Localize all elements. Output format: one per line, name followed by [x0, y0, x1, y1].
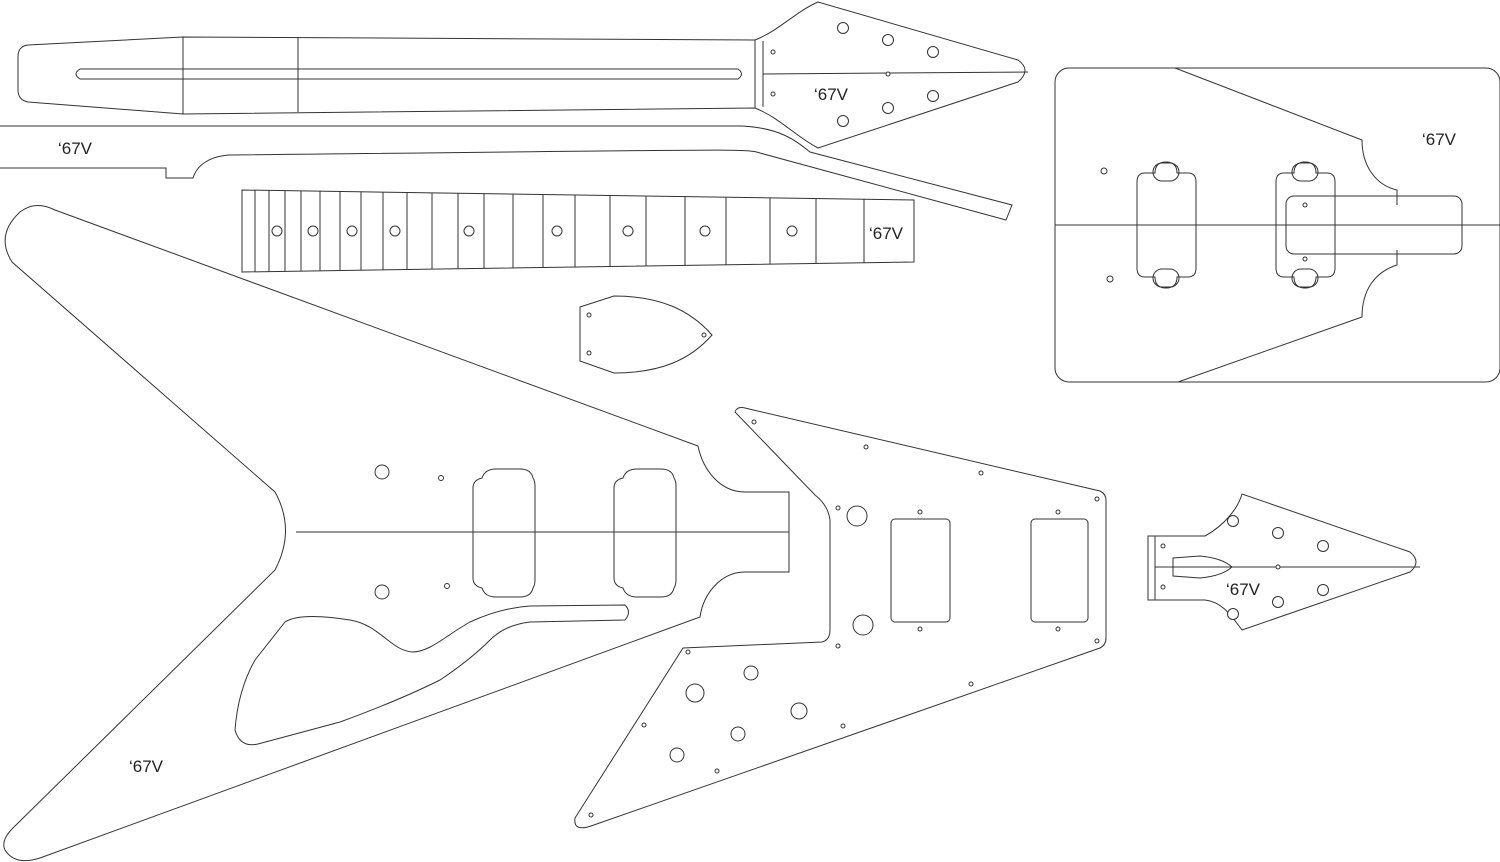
- pickguard-screw-holes: [588, 419, 1100, 818]
- truss-screw-hole: [586, 312, 592, 318]
- pickup-route: [1275, 161, 1336, 289]
- pickup-cavity: [472, 468, 536, 598]
- neck-pocket-route: [1285, 195, 1463, 255]
- fret-marker-hole: [622, 225, 634, 237]
- fret-markers: [271, 225, 798, 237]
- tuner-holes: [770, 22, 939, 127]
- headstock-overlay-label: ‘67V: [1226, 580, 1261, 599]
- fret-marker-hole: [699, 225, 711, 237]
- truss-rod-cover: [579, 295, 713, 374]
- pickup-opening: [1030, 518, 1089, 623]
- route-template: ‘67V: [1054, 67, 1500, 383]
- fret-marker-hole: [786, 225, 798, 237]
- pickup-cavity: [613, 468, 677, 598]
- fret-marker-hole: [389, 225, 401, 237]
- fret-marker-hole: [551, 225, 563, 237]
- fretboard-template: ‘67V: [241, 189, 915, 273]
- fret-marker-hole: [307, 225, 319, 237]
- fret-lines: [254, 190, 865, 272]
- pickguard-template: [574, 407, 1107, 829]
- fretboard-label: ‘67V: [869, 224, 904, 243]
- truss-screw-hole: [701, 332, 707, 338]
- fret-marker-hole: [463, 225, 475, 237]
- fret-marker-hole: [271, 225, 283, 237]
- neck-side-label: ‘67V: [58, 139, 93, 158]
- body-template: ‘67V: [3, 205, 790, 862]
- neck-top-template: ‘67V: [17, 1, 1029, 149]
- neck-side-template: ‘67V: [0, 125, 1013, 221]
- fret-marker-hole: [346, 225, 358, 237]
- truss-screw-hole: [586, 350, 592, 356]
- neck-top-label: ‘67V: [814, 85, 849, 104]
- pickup-route: [1136, 161, 1197, 289]
- pickup-opening: [890, 518, 951, 623]
- route-template-label: ‘67V: [1422, 130, 1457, 149]
- body-label: ‘67V: [129, 757, 164, 776]
- headstock-overlay-template: ‘67V: [1147, 493, 1420, 631]
